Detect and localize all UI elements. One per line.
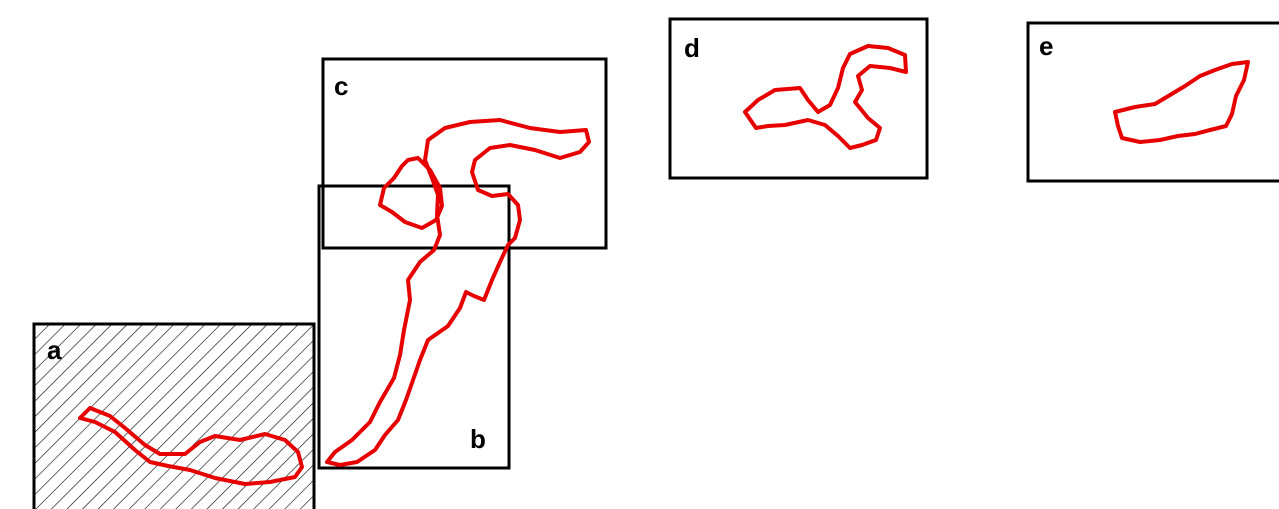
panel-a-frame (32, 322, 316, 509)
panel-d-label: d (684, 33, 700, 63)
panel-b: b (317, 184, 511, 470)
panel-a-label: a (47, 335, 62, 365)
panel-e-outline (1113, 60, 1250, 144)
panel-d-outline (743, 44, 908, 150)
panel-a: a (32, 322, 316, 509)
panel-e-label: e (1039, 31, 1053, 61)
panel-bc-outline (325, 118, 591, 467)
panel-d-frame (668, 17, 929, 180)
panel-b-label: b (470, 424, 486, 454)
panel-b-frame (317, 184, 511, 470)
panel-c-label: c (334, 71, 348, 101)
panel-e-frame (1026, 21, 1279, 183)
panel-c-frame (321, 57, 608, 250)
panel-d: d (668, 17, 929, 180)
panel-e: e (1026, 21, 1279, 183)
panel-bc-loop (378, 156, 444, 230)
panel-c: c (321, 57, 608, 250)
panel-a-outline (78, 406, 304, 486)
